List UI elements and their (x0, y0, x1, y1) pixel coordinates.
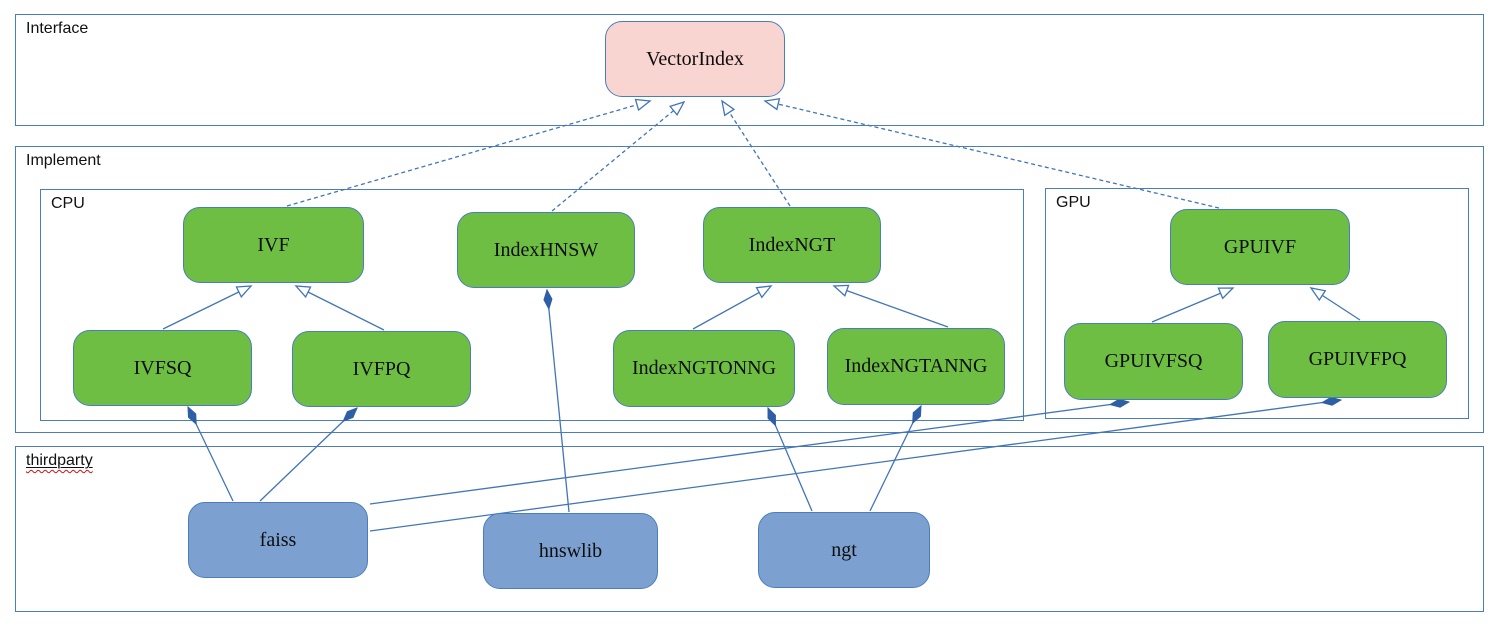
node-ivf-label: IVF (257, 233, 290, 256)
node-ngt-label: ngt (831, 538, 857, 561)
node-indexhnsw[interactable]: IndexHNSW (457, 212, 635, 288)
node-ivfpq-label: IVFPQ (352, 357, 411, 380)
node-ivfsq[interactable]: IVFSQ (73, 330, 252, 406)
container-cpu: CPU (40, 189, 1024, 421)
container-implement-label: Implement (26, 152, 101, 169)
container-thirdparty-label-text: thirdparty (26, 452, 93, 469)
node-gpuivf[interactable]: GPUIVF (1170, 209, 1350, 285)
node-indexngtonng-label: IndexNGTONNG (631, 357, 777, 379)
node-indexngtanng-label: IndexNGTANNG (844, 355, 988, 377)
edge-realization-indexhnsw-vectorindex (551, 100, 686, 212)
node-ivfpq[interactable]: IVFPQ (292, 331, 471, 407)
container-interface-label: Interface (26, 20, 89, 37)
container-cpu-label: CPU (51, 195, 85, 212)
container-gpu: GPU (1045, 188, 1469, 419)
container-thirdparty: thirdparty (15, 446, 1484, 612)
node-vectorindex-label: VectorIndex (646, 47, 744, 70)
node-gpuivf-label: GPUIVF (1223, 235, 1297, 258)
node-faiss[interactable]: faiss (188, 502, 368, 578)
edge-composition-indexhnsw-hnswlib (547, 290, 570, 513)
node-hnswlib-label: hnswlib (538, 539, 603, 562)
edge-generalization-ivfpq-ivf (294, 285, 385, 331)
node-indexngtanng[interactable]: IndexNGTANNG (827, 328, 1005, 405)
edge-generalization-gpuivfsq-gpuivf (1151, 287, 1235, 323)
node-indexngt-label: IndexNGT (748, 233, 836, 256)
edge-composition-ivfpq-faiss (259, 408, 357, 502)
edge-generalization-ivfsq-ivf (162, 285, 253, 330)
edge-composition-indexngtanng-ngt (869, 406, 922, 512)
container-gpu-label: GPU (1056, 194, 1091, 211)
node-hnswlib[interactable]: hnswlib (483, 513, 658, 589)
edge-composition-gpuivfpq-faiss (369, 400, 1341, 532)
node-ivfsq-label: IVFSQ (133, 356, 192, 379)
node-gpuivfsq-label: GPUIVFSQ (1104, 350, 1203, 372)
node-ivf[interactable]: IVF (183, 207, 364, 283)
node-vectorindex[interactable]: VectorIndex (605, 21, 785, 97)
node-indexngt[interactable]: IndexNGT (703, 207, 881, 283)
edge-realization-ivf-vectorindex (286, 98, 652, 207)
edge-composition-gpuivfsq-faiss (369, 402, 1129, 505)
container-interface: Interface (15, 14, 1484, 126)
edge-composition-indexngtonng-ngt (767, 408, 813, 512)
node-indexngtonng[interactable]: IndexNGTONNG (613, 330, 795, 407)
edge-realization-indexngt-vectorindex (721, 99, 791, 207)
node-gpuivfpq[interactable]: GPUIVFPQ (1268, 321, 1447, 398)
container-thirdparty-label: thirdparty (26, 452, 93, 470)
edge-realization-gpuivf-vectorindex (763, 97, 1220, 209)
container-implement: Implement (15, 146, 1484, 433)
node-ngt[interactable]: ngt (758, 512, 930, 588)
node-faiss-label: faiss (259, 528, 297, 551)
edge-composition-ivfsq-faiss (187, 407, 234, 502)
edge-generalization-indexngtonng-indexngt (692, 285, 773, 330)
node-indexhnsw-label: IndexHNSW (493, 238, 599, 261)
node-gpuivfpq-label: GPUIVFPQ (1308, 348, 1407, 370)
node-gpuivfsq[interactable]: GPUIVFSQ (1064, 323, 1243, 400)
edge-generalization-gpuivfpq-gpuivf (1309, 287, 1361, 321)
edge-generalization-indexngtanng-indexngt (832, 284, 949, 328)
